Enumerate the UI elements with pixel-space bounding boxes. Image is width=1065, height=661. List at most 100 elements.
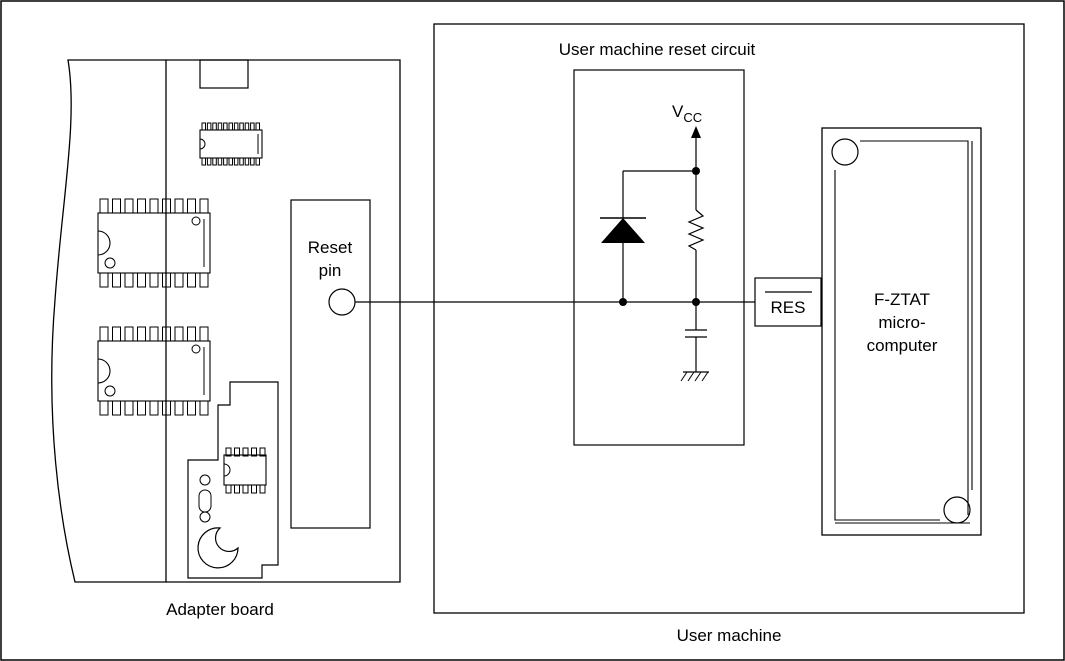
chip-small-top-pin	[244, 122, 250, 131]
chip-small-bottom-pin	[242, 484, 249, 494]
chip-small-bottom-pin	[259, 447, 266, 457]
chip-large-2-pin	[137, 326, 146, 342]
vcc-main: V	[672, 102, 684, 121]
chip-small-top-pin	[255, 122, 260, 131]
chip-small-bottom-pin	[234, 484, 240, 494]
chip-large-1-notch	[97, 230, 111, 256]
chip-large-2-pin	[199, 400, 209, 416]
board-top-connector	[199, 59, 249, 89]
chip-large-1-pin	[199, 272, 209, 288]
chip-large-2-pin	[112, 400, 121, 416]
chip-small-top-pin	[255, 157, 260, 166]
chip-large-2-pin	[124, 400, 134, 416]
chip-small-bottom-pin	[225, 447, 232, 457]
chip-large-1-pin	[174, 198, 184, 214]
chip-large-2-pin	[124, 326, 134, 342]
chip-large-2-pin	[187, 400, 196, 416]
junction-diode	[619, 298, 627, 306]
reset-pin-terminal	[328, 288, 356, 316]
chip-large-2-pin	[99, 326, 109, 342]
chip-small-top-pin	[223, 157, 228, 166]
chip-small-bottom-pin	[251, 484, 257, 494]
chip-small-top-notch	[199, 138, 206, 150]
board-via-2	[199, 511, 211, 523]
chip-small-top-pin	[228, 122, 233, 131]
reset-circuit-box	[573, 69, 745, 446]
resistor-symbol	[687, 209, 705, 251]
adapter-board: Reset pin Adapter board	[51, 59, 401, 619]
vcc-label: VCC	[672, 102, 702, 125]
chip-large-2-pin	[199, 326, 209, 342]
chip-small-top-pin	[244, 157, 250, 166]
chip-large-1-pin	[199, 198, 209, 214]
mcu-outer	[821, 127, 982, 536]
chip-large-1-dot	[191, 216, 201, 226]
adapter-board-label: Adapter board	[166, 600, 274, 619]
chip-small-bottom-notch	[223, 463, 231, 477]
chip-large-2-pin	[149, 326, 159, 342]
mcu-label-line3: computer	[867, 336, 938, 355]
reset-pin-label-line1: Reset	[308, 238, 353, 257]
reset-circuit-label: User machine reset circuit	[559, 40, 756, 59]
chip-small-top-pin	[233, 157, 239, 166]
chip-small-top-pin	[250, 122, 255, 131]
chip-details	[97, 122, 266, 494]
board-round-connector	[197, 527, 239, 569]
adapter-board-outline	[51, 59, 167, 583]
chip-large-1-pin	[112, 198, 121, 214]
board-capsule	[198, 489, 212, 513]
mcu-label-line1: F-ZTAT	[874, 290, 930, 309]
diode-symbol	[601, 218, 645, 243]
adapter-board-right-edge	[166, 59, 401, 583]
res-label: RES	[771, 298, 806, 317]
mcu-inner-left	[834, 170, 940, 521]
chip-large-1-pin	[99, 198, 109, 214]
chip-small-bottom-pin	[259, 484, 266, 494]
vcc-subscript: CC	[683, 110, 702, 125]
chip-small-top-pin	[212, 122, 217, 131]
chip-small-bottom-pin	[242, 447, 249, 457]
mcu-label-line2: micro-	[878, 313, 925, 332]
chip-large-1-pin	[187, 272, 196, 288]
chip-large-1-pin	[162, 272, 171, 288]
mcu-inner-top	[860, 140, 969, 515]
mcu-index-mark-bottom	[943, 496, 971, 524]
chip-small-bottom-pin	[234, 447, 240, 457]
chip-large-1-pin	[99, 272, 109, 288]
sub-board-outline	[187, 381, 279, 579]
chip-large-2-pin	[112, 326, 121, 342]
chip-large-1-dot	[104, 257, 116, 269]
chip-small-top-pin	[233, 122, 239, 131]
chip-large-2-pin	[162, 400, 171, 416]
chip-large-1-pin	[124, 198, 134, 214]
chip-large-1-pin	[162, 198, 171, 214]
board-via-1	[199, 474, 211, 486]
chip-large-1-pin	[149, 198, 159, 214]
chip-small-top-pin	[239, 122, 244, 131]
chip-large-1-pin	[149, 272, 159, 288]
chip-small-top-pin	[223, 122, 228, 131]
chip-large-2-notch	[97, 358, 111, 384]
chip-large-2-pin	[174, 400, 184, 416]
chip-large-2-pin	[162, 326, 171, 342]
chip-large-2-pin	[149, 400, 159, 416]
junction-vcc	[692, 167, 700, 175]
chip-small-top-pin	[239, 157, 244, 166]
vcc-arrow	[691, 126, 701, 138]
chip-small-bottom-pin	[251, 447, 257, 457]
chip-large-2-pin	[187, 326, 196, 342]
chip-large-1-pin	[137, 272, 146, 288]
junction-resistor	[692, 298, 700, 306]
chip-large-2-dot	[104, 385, 116, 397]
chip-small-top-pin	[212, 157, 217, 166]
chip-large-1-pin	[174, 272, 184, 288]
chip-large-1-pin	[137, 198, 146, 214]
chip-small-top-pin	[201, 157, 206, 166]
user-machine: User machine User machine reset circuit …	[433, 23, 1025, 645]
user-machine-label: User machine	[677, 626, 782, 645]
chip-large-2-dot	[191, 344, 201, 354]
chip-large-2-pin	[99, 400, 109, 416]
reset-pin-label-line2: pin	[319, 261, 342, 280]
chip-small-bottom-pin	[225, 484, 232, 494]
